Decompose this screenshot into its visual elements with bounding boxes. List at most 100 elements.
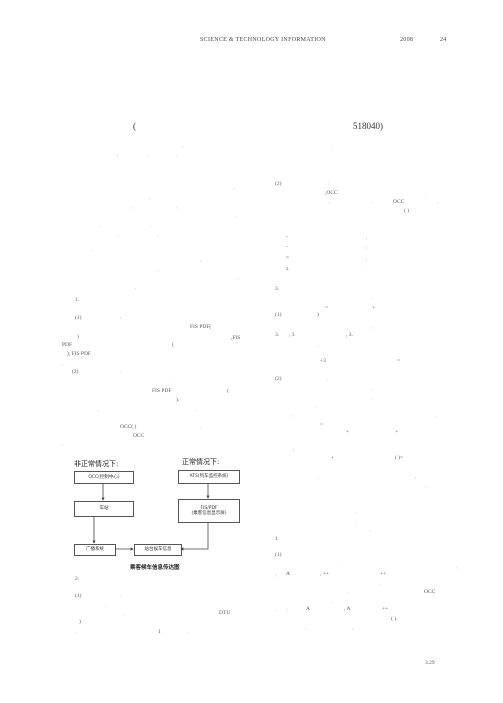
paren-eq: ( )= — [395, 455, 404, 461]
row-b4: ( ). — [391, 616, 398, 622]
mark: , — [148, 152, 149, 157]
row-a3: ++ — [380, 571, 387, 577]
row-a2: , ++ — [320, 571, 329, 577]
mark: . — [425, 484, 426, 489]
list-mark-1: - — [286, 234, 288, 240]
mark: ; — [275, 572, 277, 577]
mark: ; — [286, 607, 288, 612]
mark: , — [328, 199, 329, 204]
fis-box-line1: FIS/PDF — [200, 505, 218, 511]
mark: , — [316, 403, 317, 408]
normal-label: 正常情况下: — [182, 458, 220, 466]
ref-a: 3. — [275, 332, 280, 338]
row-b2: , A — [344, 606, 351, 612]
mark: , — [352, 625, 353, 630]
mark: : — [120, 315, 122, 320]
mark: , — [371, 295, 372, 300]
occ-a: ,OCC — [325, 190, 338, 196]
mark: , — [100, 223, 101, 228]
mark: , — [105, 602, 106, 607]
mark: , — [355, 509, 356, 514]
station-hall-box-label: 站台候车信息 — [144, 547, 172, 553]
section-r1: 1. — [275, 536, 280, 542]
subsection-3: (1) — [75, 593, 82, 599]
mark: , — [415, 474, 416, 479]
page-number: 3.29 — [425, 660, 435, 666]
mark: , — [62, 361, 63, 366]
mark: , — [98, 407, 99, 412]
flowchart-arrows — [92, 483, 210, 551]
close-paren: ) — [77, 334, 79, 340]
mark: ; — [366, 245, 368, 250]
ats-box-label: ATS(列车监控系统) — [189, 474, 229, 480]
mark: , — [62, 441, 63, 446]
subsection-r2: (2) — [275, 181, 282, 187]
mark: , — [456, 564, 457, 569]
bottom-one: 1 — [158, 629, 161, 635]
mark: , — [196, 407, 197, 412]
list-mark-2: - — [286, 244, 288, 250]
ref-b: , 3 — [289, 332, 295, 338]
mark: , — [380, 581, 381, 586]
abnormal-label: 非正常情况下: — [74, 460, 119, 468]
list-mark-3: = — [286, 255, 290, 261]
mark: , — [157, 232, 158, 237]
mark: , — [200, 424, 201, 429]
mark: , — [437, 199, 438, 204]
station-hall-box: 站台候车信息 — [134, 544, 182, 556]
occ-2: OCC — [133, 433, 145, 439]
station-box: 车站 — [74, 501, 134, 517]
postcode: 518040) — [353, 121, 383, 131]
mark: , — [183, 143, 184, 148]
fis-box-line2: (乘客信息显示屏) — [191, 511, 227, 516]
mark: , — [124, 611, 125, 616]
mark: , — [158, 267, 159, 272]
fis-ref: ,FIS — [231, 335, 241, 341]
figure-caption: 乘客候车信息传达图 — [130, 565, 180, 571]
mark: . — [355, 519, 356, 524]
mark: , — [91, 247, 92, 252]
occ-b: OCC — [393, 199, 405, 205]
subsection-r1: (1) — [275, 312, 282, 318]
fis-pdf-1: FIS PDF( — [190, 324, 212, 330]
plus-c: + — [331, 455, 335, 461]
mark: , — [305, 625, 306, 630]
row-b3: ++ — [382, 606, 389, 612]
occ-c: OCC — [424, 589, 436, 595]
mark: , — [132, 204, 133, 209]
mark: , — [275, 607, 276, 612]
paren-close-2: ). — [176, 397, 180, 403]
subsection-1: (1) — [75, 315, 82, 321]
mark: , — [118, 232, 119, 237]
occ-box-label: OCC(控制中心) — [88, 474, 120, 480]
plus-b: + — [395, 429, 399, 435]
station-box-label: 车站 — [99, 506, 109, 512]
mark: . — [366, 267, 367, 272]
mark: , — [327, 351, 328, 356]
ats-box: ATS(列车监控系统) — [178, 470, 240, 484]
mark: , — [348, 589, 349, 594]
mark: . — [174, 379, 175, 384]
mark: : — [120, 593, 122, 598]
mark: : — [328, 181, 330, 186]
mark: , — [200, 257, 201, 262]
broadcast-box-label: 广播系统 — [86, 547, 104, 553]
close-paren-r: ) — [317, 312, 319, 318]
paren: ( — [172, 342, 174, 348]
mark: : — [327, 377, 329, 382]
mark: , — [372, 199, 373, 204]
journal-title: SCIENCE & TECHNOLOGY INFORMATION — [200, 37, 326, 43]
mark: ; — [366, 235, 368, 240]
mark: , — [238, 275, 239, 280]
eq-eq: = — [325, 305, 329, 311]
mark: , — [149, 195, 150, 200]
mark: , — [234, 185, 235, 190]
mark: , — [317, 474, 318, 479]
journal-issue: 24 — [440, 37, 447, 43]
mark: , — [371, 324, 372, 329]
mark: : — [120, 369, 122, 374]
paren-pair: ( ) — [404, 208, 410, 214]
mark: , — [176, 152, 177, 157]
broadcast-box: 广播系统 — [74, 544, 116, 556]
